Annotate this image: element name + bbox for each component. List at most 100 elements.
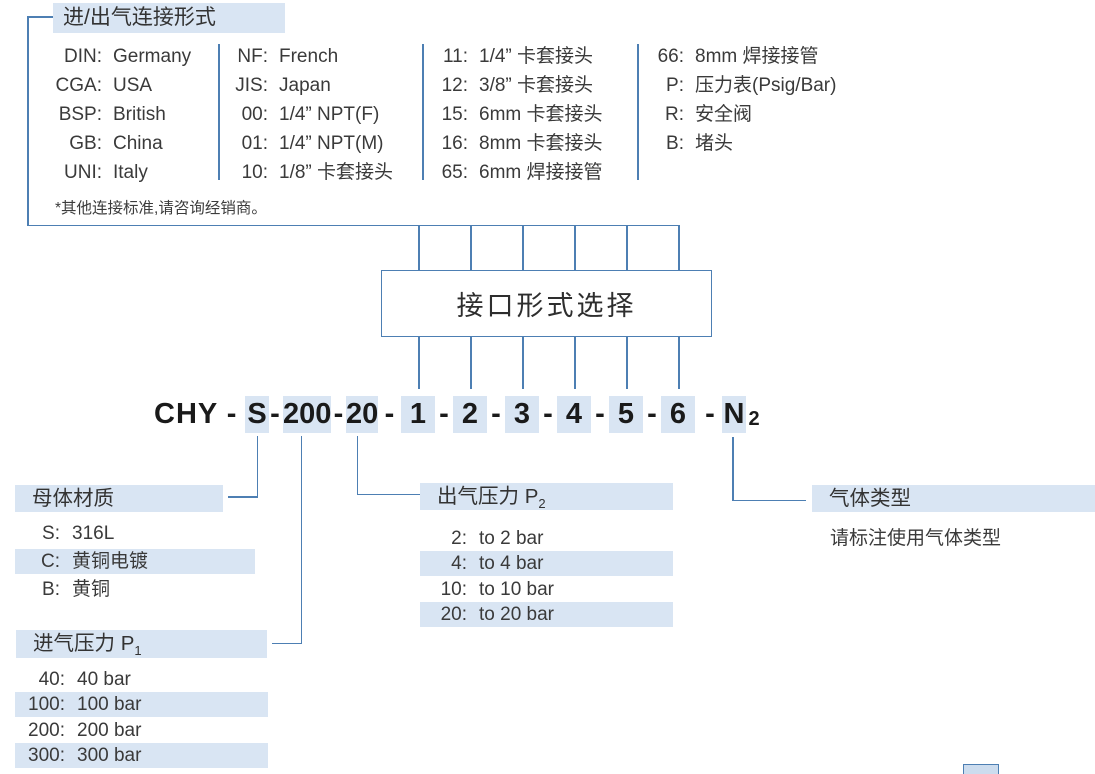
item-code: 01:: [241, 133, 268, 154]
connector-line: [732, 499, 806, 501]
inlet-pressure-title: 进气压力 P1: [16, 630, 267, 658]
item-label: 1/4” NPT(M): [279, 133, 384, 154]
connector-line: [470, 225, 472, 270]
item-code: 00:: [241, 104, 268, 125]
connector-line: [356, 436, 358, 495]
connection-column-1: DIN:Germany CGA:USA BSP:British GB:China…: [38, 42, 192, 187]
list-item: 2:to 2 bar: [420, 526, 673, 551]
connector-line: [678, 337, 680, 389]
item-code: 15:: [441, 104, 468, 125]
item-code: R:: [665, 104, 684, 125]
item-code: 12:: [441, 75, 468, 96]
table-row: BSP: British: [38, 100, 191, 129]
item-code: C:: [41, 551, 60, 572]
model-code-separator: -: [647, 398, 657, 430]
list-item: 4:to 4 bar: [420, 551, 673, 576]
item-code: DIN:: [64, 46, 102, 67]
column-divider: [422, 44, 424, 180]
model-code-inlet-pressure: 200: [283, 396, 331, 433]
table-row: DIN: Germany: [38, 42, 191, 71]
list-item: 10: to 10 bar: [420, 577, 673, 602]
item-label: 安全阀: [695, 104, 753, 125]
item-label: British: [113, 104, 166, 125]
model-code-port-6: 6: [661, 396, 695, 433]
connector-line: [418, 337, 420, 389]
connection-section-title: 进/出气连接形式: [53, 3, 285, 33]
connector-line: [574, 337, 576, 389]
item-code: 300:: [28, 745, 65, 766]
item-label: 6mm 焊接接管: [479, 162, 603, 183]
item-code: 16:: [441, 133, 468, 154]
model-code-body-material: S: [245, 396, 269, 433]
list-item: S:316L: [15, 521, 255, 546]
item-code: S:: [42, 523, 60, 544]
item-label: USA: [113, 75, 153, 96]
model-code-port-3: 3: [505, 396, 539, 433]
item-label: China: [113, 133, 163, 154]
item-code: 200:: [28, 720, 65, 741]
connection-column-4: 66:8mm 焊接接管 P:压力表(Psig/Bar) R:安全阀 B:堵头: [650, 42, 837, 158]
connector-line: [228, 496, 258, 498]
table-row: 00:1/4” NPT(F): [228, 100, 393, 129]
model-code-port-5: 5: [609, 396, 643, 433]
table-row: 12: 3/8” 卡套接头: [438, 71, 603, 100]
table-row: B:堵头: [650, 129, 836, 158]
item-label: Italy: [113, 162, 148, 183]
item-code: 20:: [440, 604, 467, 625]
item-code: BSP:: [58, 104, 102, 125]
item-label: to 4 bar: [479, 553, 544, 574]
inlet-pressure-title-subscript: 1: [134, 643, 142, 659]
gas-type-title: 气体类型: [812, 485, 1095, 512]
connector-line: [574, 225, 576, 270]
bracket-stub-line: [27, 16, 53, 18]
item-label: 黄铜: [72, 579, 111, 600]
item-label: 8mm 卡套接头: [479, 133, 603, 154]
item-label: Germany: [113, 46, 192, 67]
list-item: 200:200 bar: [15, 718, 268, 743]
body-material-title: 母体材质: [15, 485, 223, 512]
table-row: 66:8mm 焊接接管: [650, 42, 836, 71]
item-code: 10:: [241, 162, 268, 183]
model-code-separator: -: [333, 398, 344, 430]
model-code-separator: -: [595, 398, 605, 430]
item-label: 3/8” 卡套接头: [479, 75, 594, 96]
table-row: R: 安全阀: [650, 100, 836, 129]
connector-line: [626, 225, 628, 270]
connector-line: [256, 436, 258, 497]
item-label: 1/8” 卡套接头: [279, 162, 394, 183]
connection-column-2: NF:French JIS:Japan 00:1/4” NPT(F) 01:1/…: [228, 42, 393, 187]
model-code-separator: -: [384, 398, 395, 430]
model-code-separator: -: [270, 398, 280, 430]
list-item: 100: 100 bar: [15, 692, 268, 717]
table-row: 16: 8mm 卡套接头: [438, 129, 603, 158]
item-label: to 10 bar: [479, 579, 554, 600]
item-code: GB:: [69, 133, 102, 154]
list-item: B:黄铜: [15, 577, 255, 602]
model-code-port-2: 2: [453, 396, 487, 433]
model-code-outlet-pressure: 20: [346, 396, 378, 433]
item-label: to 20 bar: [479, 604, 554, 625]
list-item: 300:300 bar: [15, 743, 268, 768]
item-code: 10:: [440, 579, 467, 600]
connector-line: [732, 437, 734, 501]
list-item: C:黄铜电镀: [15, 549, 255, 574]
model-code-separator: -: [491, 398, 501, 430]
model-code-separator: -: [543, 398, 553, 430]
gas-type-note: 请标注使用气体类型: [830, 528, 1002, 549]
item-label: 堵头: [695, 133, 734, 154]
item-label: 100 bar: [77, 694, 142, 715]
model-code-gas: N: [722, 396, 746, 433]
table-row: UNI:Italy: [38, 158, 191, 187]
bracket-horizontal-line: [27, 224, 679, 226]
connector-line: [418, 225, 420, 270]
item-label: 40 bar: [77, 669, 131, 690]
model-code-port-4: 4: [557, 396, 591, 433]
item-code: NF:: [237, 46, 268, 67]
item-code: 100:: [28, 694, 65, 715]
item-code: JIS:: [235, 75, 268, 96]
table-row: 10: 1/8” 卡套接头: [228, 158, 393, 187]
column-divider: [637, 44, 639, 180]
list-item: 20: to 20 bar: [420, 602, 673, 627]
model-code-gas-subscript: 2: [748, 408, 760, 430]
item-label: 压力表(Psig/Bar): [695, 75, 837, 96]
